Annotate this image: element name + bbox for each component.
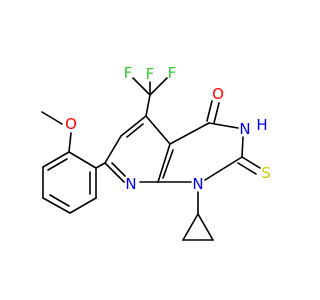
bond-ph-5-6 — [69, 197, 97, 214]
bond-c6-c7 — [104, 135, 122, 164]
bond-ph-4-5 — [42, 197, 71, 214]
bond-ph-o — [68, 132, 72, 153]
bond-n3-c2 — [241, 136, 244, 158]
bonds — [41, 77, 261, 241]
thione-sulfur-label: S — [261, 164, 271, 182]
bond-o-ch3 — [41, 111, 63, 125]
bond-c7-n8 — [104, 162, 125, 183]
nh-nitrogen-label: N — [239, 120, 250, 138]
fluorine-label-left: F — [124, 64, 133, 82]
bond-c5-cf3 — [145, 94, 151, 117]
bond-c4-o-double — [213, 102, 220, 124]
bond-c4a-c4 — [169, 122, 210, 145]
molecule-structure: F F F O O N H N N S — [41, 64, 271, 241]
carbonyl-oxygen-label: O — [212, 85, 224, 103]
bond-c5-c4a — [145, 115, 171, 145]
bond-c8a-c4a-double — [162, 149, 174, 179]
bond-ph-inner-b — [49, 194, 70, 207]
pyridine-nitrogen-label: N — [125, 175, 136, 193]
bond-cf3-f3 — [149, 77, 168, 96]
bond-c4-o — [206, 100, 213, 122]
bond-ph-1-2 — [68, 151, 97, 169]
bond-c5-c6 — [120, 115, 147, 137]
bond-c8a-c4a — [157, 143, 171, 183]
fluorine-label-top: F — [146, 65, 155, 83]
nh-hydrogen-label: H — [256, 116, 267, 134]
bond-c7-n8-double — [111, 162, 126, 177]
n1-nitrogen-label: N — [192, 175, 203, 193]
bond-c2-s-double — [237, 162, 257, 175]
bond-cyclopropyl-a — [182, 213, 199, 241]
bond-cf3-f2 — [132, 77, 151, 96]
bond-c7-phenyl — [95, 162, 106, 169]
bond-ph-2-3 — [42, 151, 70, 168]
bond-ph-inner-a — [47, 158, 68, 171]
bond-c2-s — [241, 156, 261, 169]
fluorine-label-right: F — [168, 64, 177, 82]
atom-labels: F F F O O N H N N S — [65, 64, 271, 193]
bond-c5-c6-double — [126, 123, 144, 138]
methoxy-oxygen-label: O — [65, 115, 77, 133]
bond-cyclopropyl-b — [197, 213, 214, 241]
bond-c2-n1 — [204, 156, 243, 181]
bond-c4-n3 — [208, 122, 239, 129]
